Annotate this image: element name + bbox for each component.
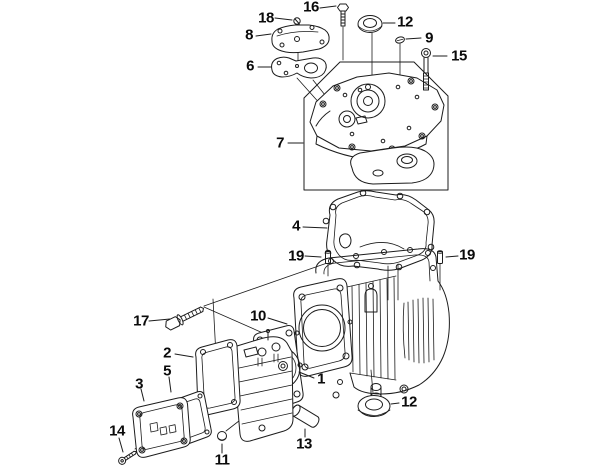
oil-seal-12-bottom [358,396,390,417]
oil-seal-12-top [358,16,382,33]
callout-label-9: 9 [425,29,433,47]
dowel-pin-19-right [438,251,443,264]
callout-label-17: 17 [133,312,149,330]
callout-label-1: 1 [317,370,325,388]
cylinder-head-2 [196,330,293,442]
cylinder-block-1 [294,248,450,400]
pin-9 [395,36,405,44]
cover-holes [343,85,419,143]
callout-label-19-left: 19 [288,247,304,265]
bolt-15 [422,49,431,91]
callout-label-18: 18 [258,9,274,27]
callout-label-16: 16 [303,0,319,16]
cylinder-head-flange [294,279,352,377]
callout-label-10: 10 [250,307,266,325]
callout-label-2: 2 [163,344,171,362]
pin-13 [290,404,321,429]
bolt-17 [163,303,206,331]
bolt-16 [338,4,349,26]
breather-plate-8 [272,25,329,53]
callout-label-14: 14 [109,422,125,440]
cylinder-fins [347,276,396,380]
callout-label-7: 7 [276,134,284,152]
breather-gasket-6 [272,57,327,78]
callout-label-3: 3 [135,375,143,393]
callout-label-15: 15 [451,47,467,65]
callout-label-11: 11 [214,451,230,469]
callout-label-5: 5 [163,362,171,380]
callout-label-19-right: 19 [459,246,475,264]
cover-embossing [150,423,176,436]
side-cover-plate [351,147,434,184]
callout-label-6: 6 [246,57,254,75]
group-7-box [304,62,448,190]
head-fins [239,357,292,424]
dowel-pin-19-left [326,251,331,264]
callout-leader-lines [119,6,458,453]
valve-cover-3 [133,398,191,458]
screw-14 [117,449,138,466]
callout-label-8: 8 [245,26,253,44]
callout-label-13: 13 [296,435,312,453]
callout-label-12-bottom: 12 [401,393,417,411]
callout-label-12-top: 12 [397,13,413,31]
rocker-details [244,330,288,432]
callout-label-4: 4 [292,217,300,235]
cap-11 [218,432,227,441]
crankcase-fins [403,298,434,363]
